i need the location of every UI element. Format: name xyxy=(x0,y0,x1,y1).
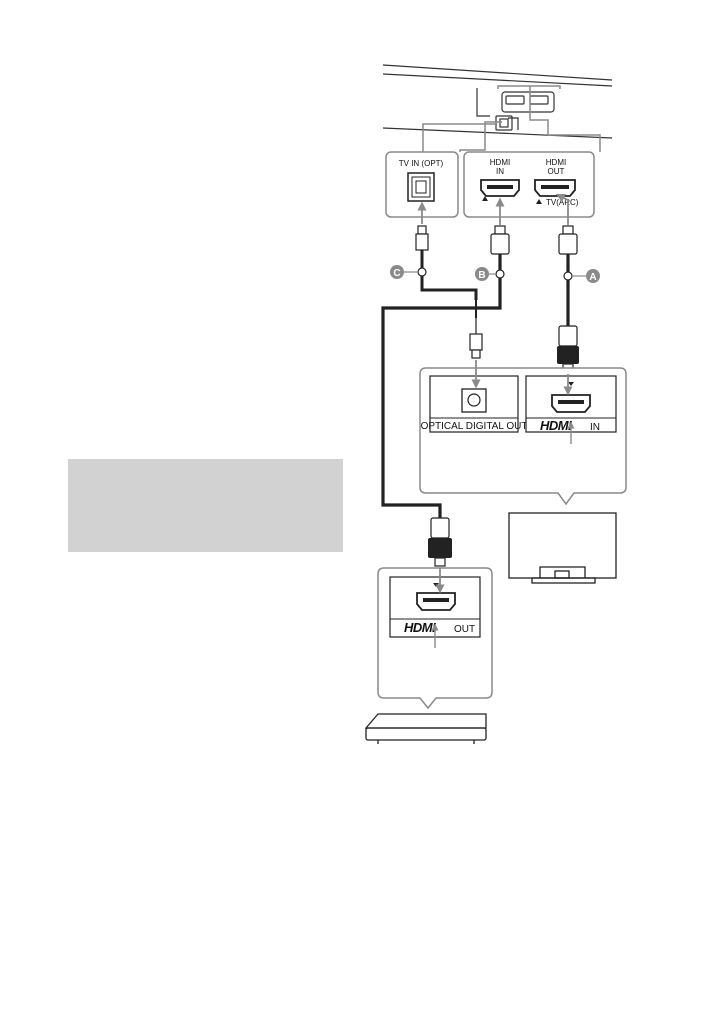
player-icon xyxy=(366,714,486,744)
player-hdmi-out-label: OUT xyxy=(454,624,475,635)
soundbar-hdmi-in-pins xyxy=(487,185,513,189)
hdmi-cable-tv xyxy=(557,226,579,372)
tv-arc-label: TV(ARC) xyxy=(546,198,579,207)
tv-hdmi-logo: HDMI xyxy=(540,418,572,433)
cable-c-label: C xyxy=(393,268,400,279)
soundbar-rear xyxy=(383,65,612,138)
tv-icon xyxy=(509,513,616,583)
hdmi-out-label-2: OUT xyxy=(548,167,565,176)
optical-cable xyxy=(416,226,482,358)
soundbar-hdmi-out-pins xyxy=(541,185,569,189)
optical-digital-out-label: OPTICAL DIGITAL OUT xyxy=(421,421,528,432)
player-hdmi-logo: HDMI xyxy=(404,620,436,635)
tv-optical-out-port[interactable] xyxy=(462,389,486,412)
hdmi-out-label-1: HDMI xyxy=(546,158,566,167)
tv-in-opt-label: TV IN (OPT) xyxy=(399,159,444,168)
tv-hdmi-in-label: IN xyxy=(590,422,600,433)
hdmi-in-label-1: HDMI xyxy=(490,158,510,167)
tv-hdmi-in-pins xyxy=(558,400,584,404)
cable-a-label: A xyxy=(589,272,596,283)
hdmi-in-label-2: IN xyxy=(496,167,504,176)
cable-b-label: B xyxy=(478,270,485,281)
player-hdmi-out-pins xyxy=(423,598,449,602)
